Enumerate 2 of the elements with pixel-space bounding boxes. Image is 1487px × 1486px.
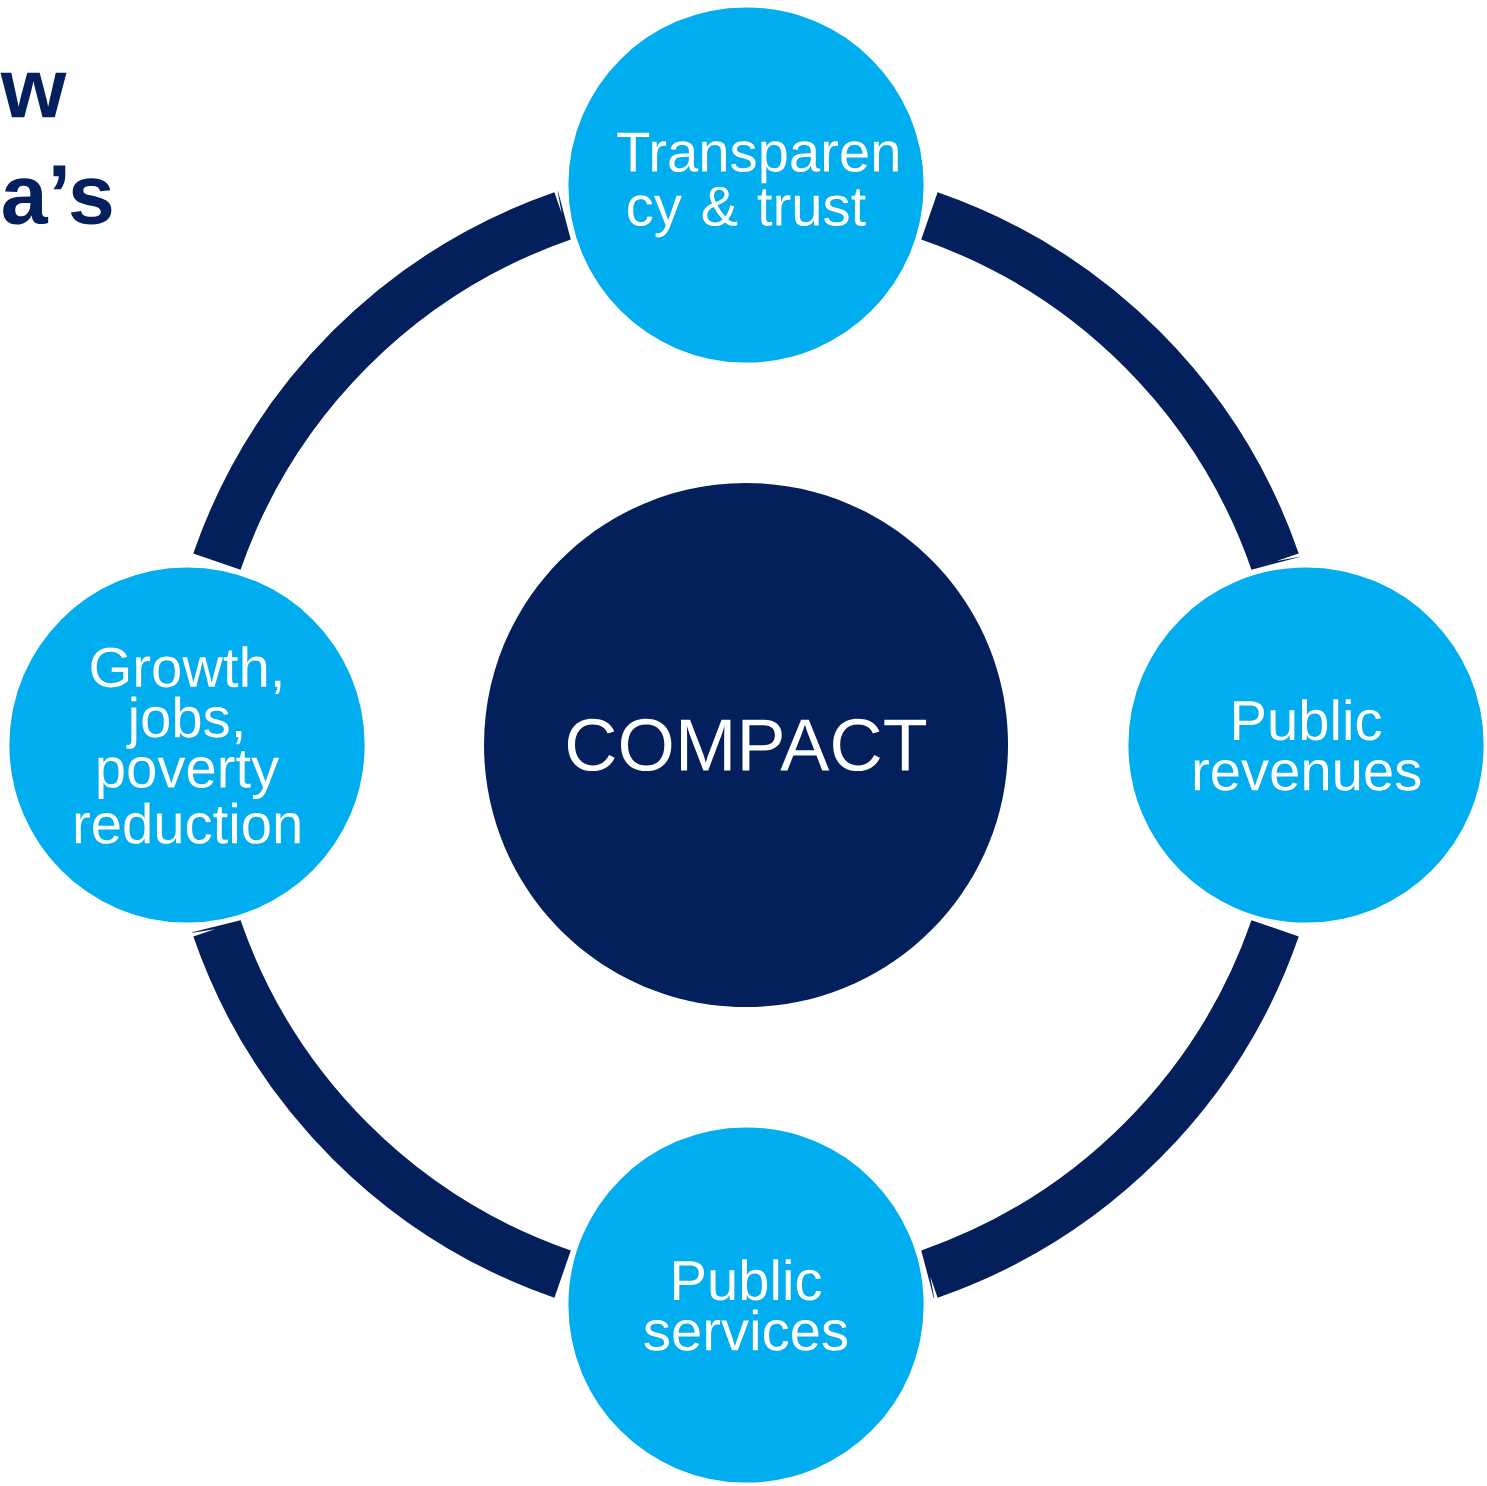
- title-text: a’s: [3, 165, 112, 225]
- title-text: w: [0, 72, 67, 118]
